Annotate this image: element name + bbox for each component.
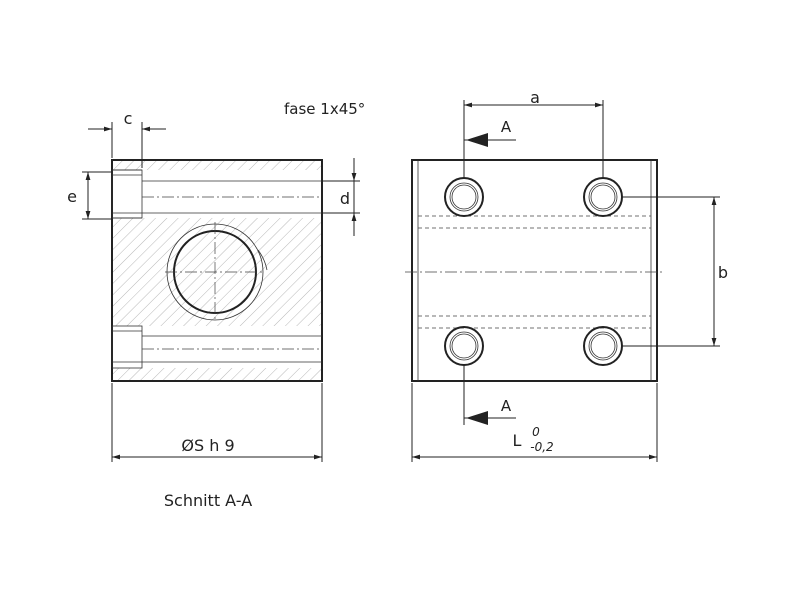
mounting-hole-br (583, 326, 623, 366)
dim-length-label: L (513, 431, 522, 450)
section-view: c e d fase 1x45° ØS h 9 Schnitt A-A (67, 100, 365, 510)
dim-a-label: a (530, 88, 540, 107)
section-caption: Schnitt A-A (164, 491, 252, 510)
chamfer-note: fase 1x45° (284, 100, 365, 118)
front-body-outline (411, 159, 658, 382)
mounting-hole-tr (583, 177, 623, 217)
tolerance-lower: -0,2 (530, 440, 553, 454)
lower-channel (112, 326, 322, 368)
dim-d-label: d (340, 189, 350, 208)
dim-diameter-label: ØS h 9 (181, 436, 234, 455)
section-body-outline (111, 159, 323, 382)
dim-e-label: e (67, 187, 77, 206)
tolerance-upper: 0 (532, 425, 540, 439)
section-marker-top: A (501, 118, 512, 136)
front-view: a A A b L 0 -0,2 (405, 88, 728, 462)
upper-channel (112, 170, 322, 218)
section-marker-bottom: A (501, 397, 512, 415)
lower-counterbore (111, 325, 143, 369)
upper-counterbore (111, 169, 143, 219)
mounting-hole-tl (444, 177, 484, 217)
dim-c-label: c (124, 109, 133, 128)
mounting-hole-bl (444, 326, 484, 366)
dim-b-label: b (718, 263, 728, 282)
